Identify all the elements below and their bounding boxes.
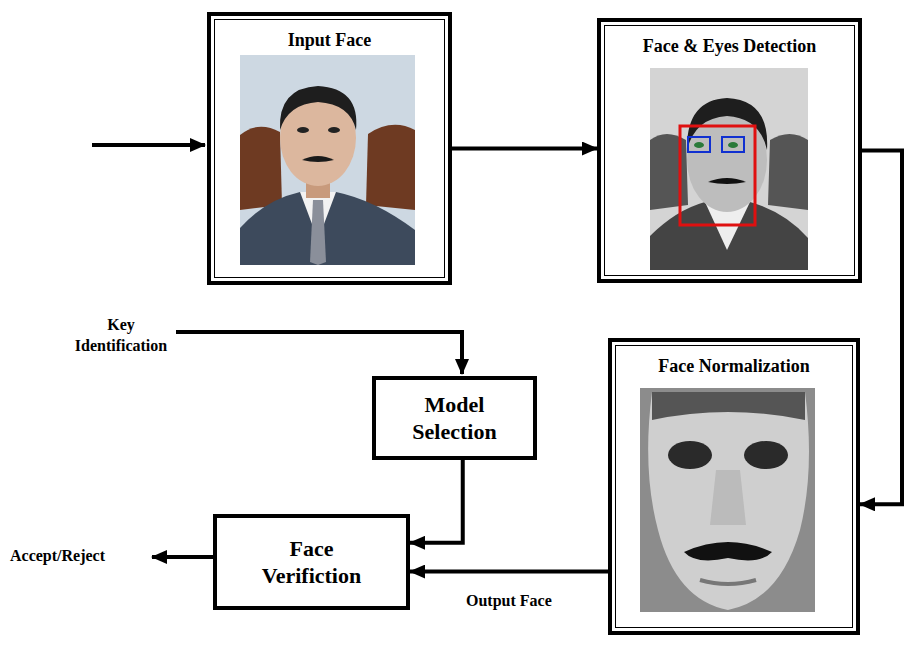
- connector-arrow: [860, 151, 902, 505]
- normalized-face: [710, 470, 746, 525]
- input-photo: [302, 156, 334, 162]
- box-heading: Face & Eyes Detection: [601, 36, 858, 57]
- input-photo: [310, 200, 326, 265]
- detection-photo: [650, 134, 688, 210]
- input-photo: [240, 127, 282, 210]
- detection-photo: [688, 137, 710, 152]
- normalized-face: [648, 392, 809, 610]
- input-photo: [240, 55, 415, 265]
- normalized-face: [668, 441, 712, 469]
- input-photo: [297, 127, 309, 133]
- input-photo: [240, 55, 415, 265]
- accept-reject-label: Accept/Reject: [10, 546, 105, 567]
- input-photo: [280, 86, 356, 130]
- detection-photo: [728, 142, 738, 148]
- detection-photo: [650, 68, 808, 270]
- box-heading: Face Normalization: [612, 356, 856, 377]
- input-arrow: [92, 143, 205, 147]
- normalized-face: [640, 388, 815, 612]
- connector-arrow: [410, 570, 608, 574]
- detection-photo: [650, 202, 808, 270]
- detection-photo: [680, 126, 755, 225]
- verification-box: Face Verifiction: [213, 514, 410, 610]
- normalized-face: [700, 580, 756, 584]
- detection-photo: [768, 134, 808, 210]
- detection-photo: [694, 142, 704, 148]
- normalized-face: [652, 392, 805, 420]
- key-identification-label: Key Identification: [66, 315, 176, 357]
- input-photo: [328, 127, 340, 133]
- box-text: Model Selection: [390, 391, 520, 446]
- detection-photo: [708, 178, 746, 184]
- box-text: Face Verifiction: [247, 535, 377, 590]
- box-heading: Input Face: [211, 30, 448, 51]
- connector-arrow: [410, 460, 463, 543]
- normalized-face: [744, 441, 788, 469]
- normalized-face: [640, 388, 815, 612]
- connector-arrow: [452, 147, 597, 151]
- input-face-box: Input Face: [207, 12, 452, 285]
- normalized-face: [684, 542, 772, 560]
- detection-photo: [650, 68, 808, 270]
- normalization-box: Face Normalization: [608, 338, 860, 635]
- detection-box: Face & Eyes Detection: [597, 18, 862, 283]
- input-photo: [240, 192, 415, 265]
- key-arrow: [176, 332, 462, 374]
- output-arrow: [152, 555, 213, 559]
- input-photo: [366, 125, 415, 210]
- model-selection-box: Model Selection: [372, 376, 537, 460]
- detection-photo: [722, 137, 744, 152]
- edge-label: Output Face: [464, 592, 554, 610]
